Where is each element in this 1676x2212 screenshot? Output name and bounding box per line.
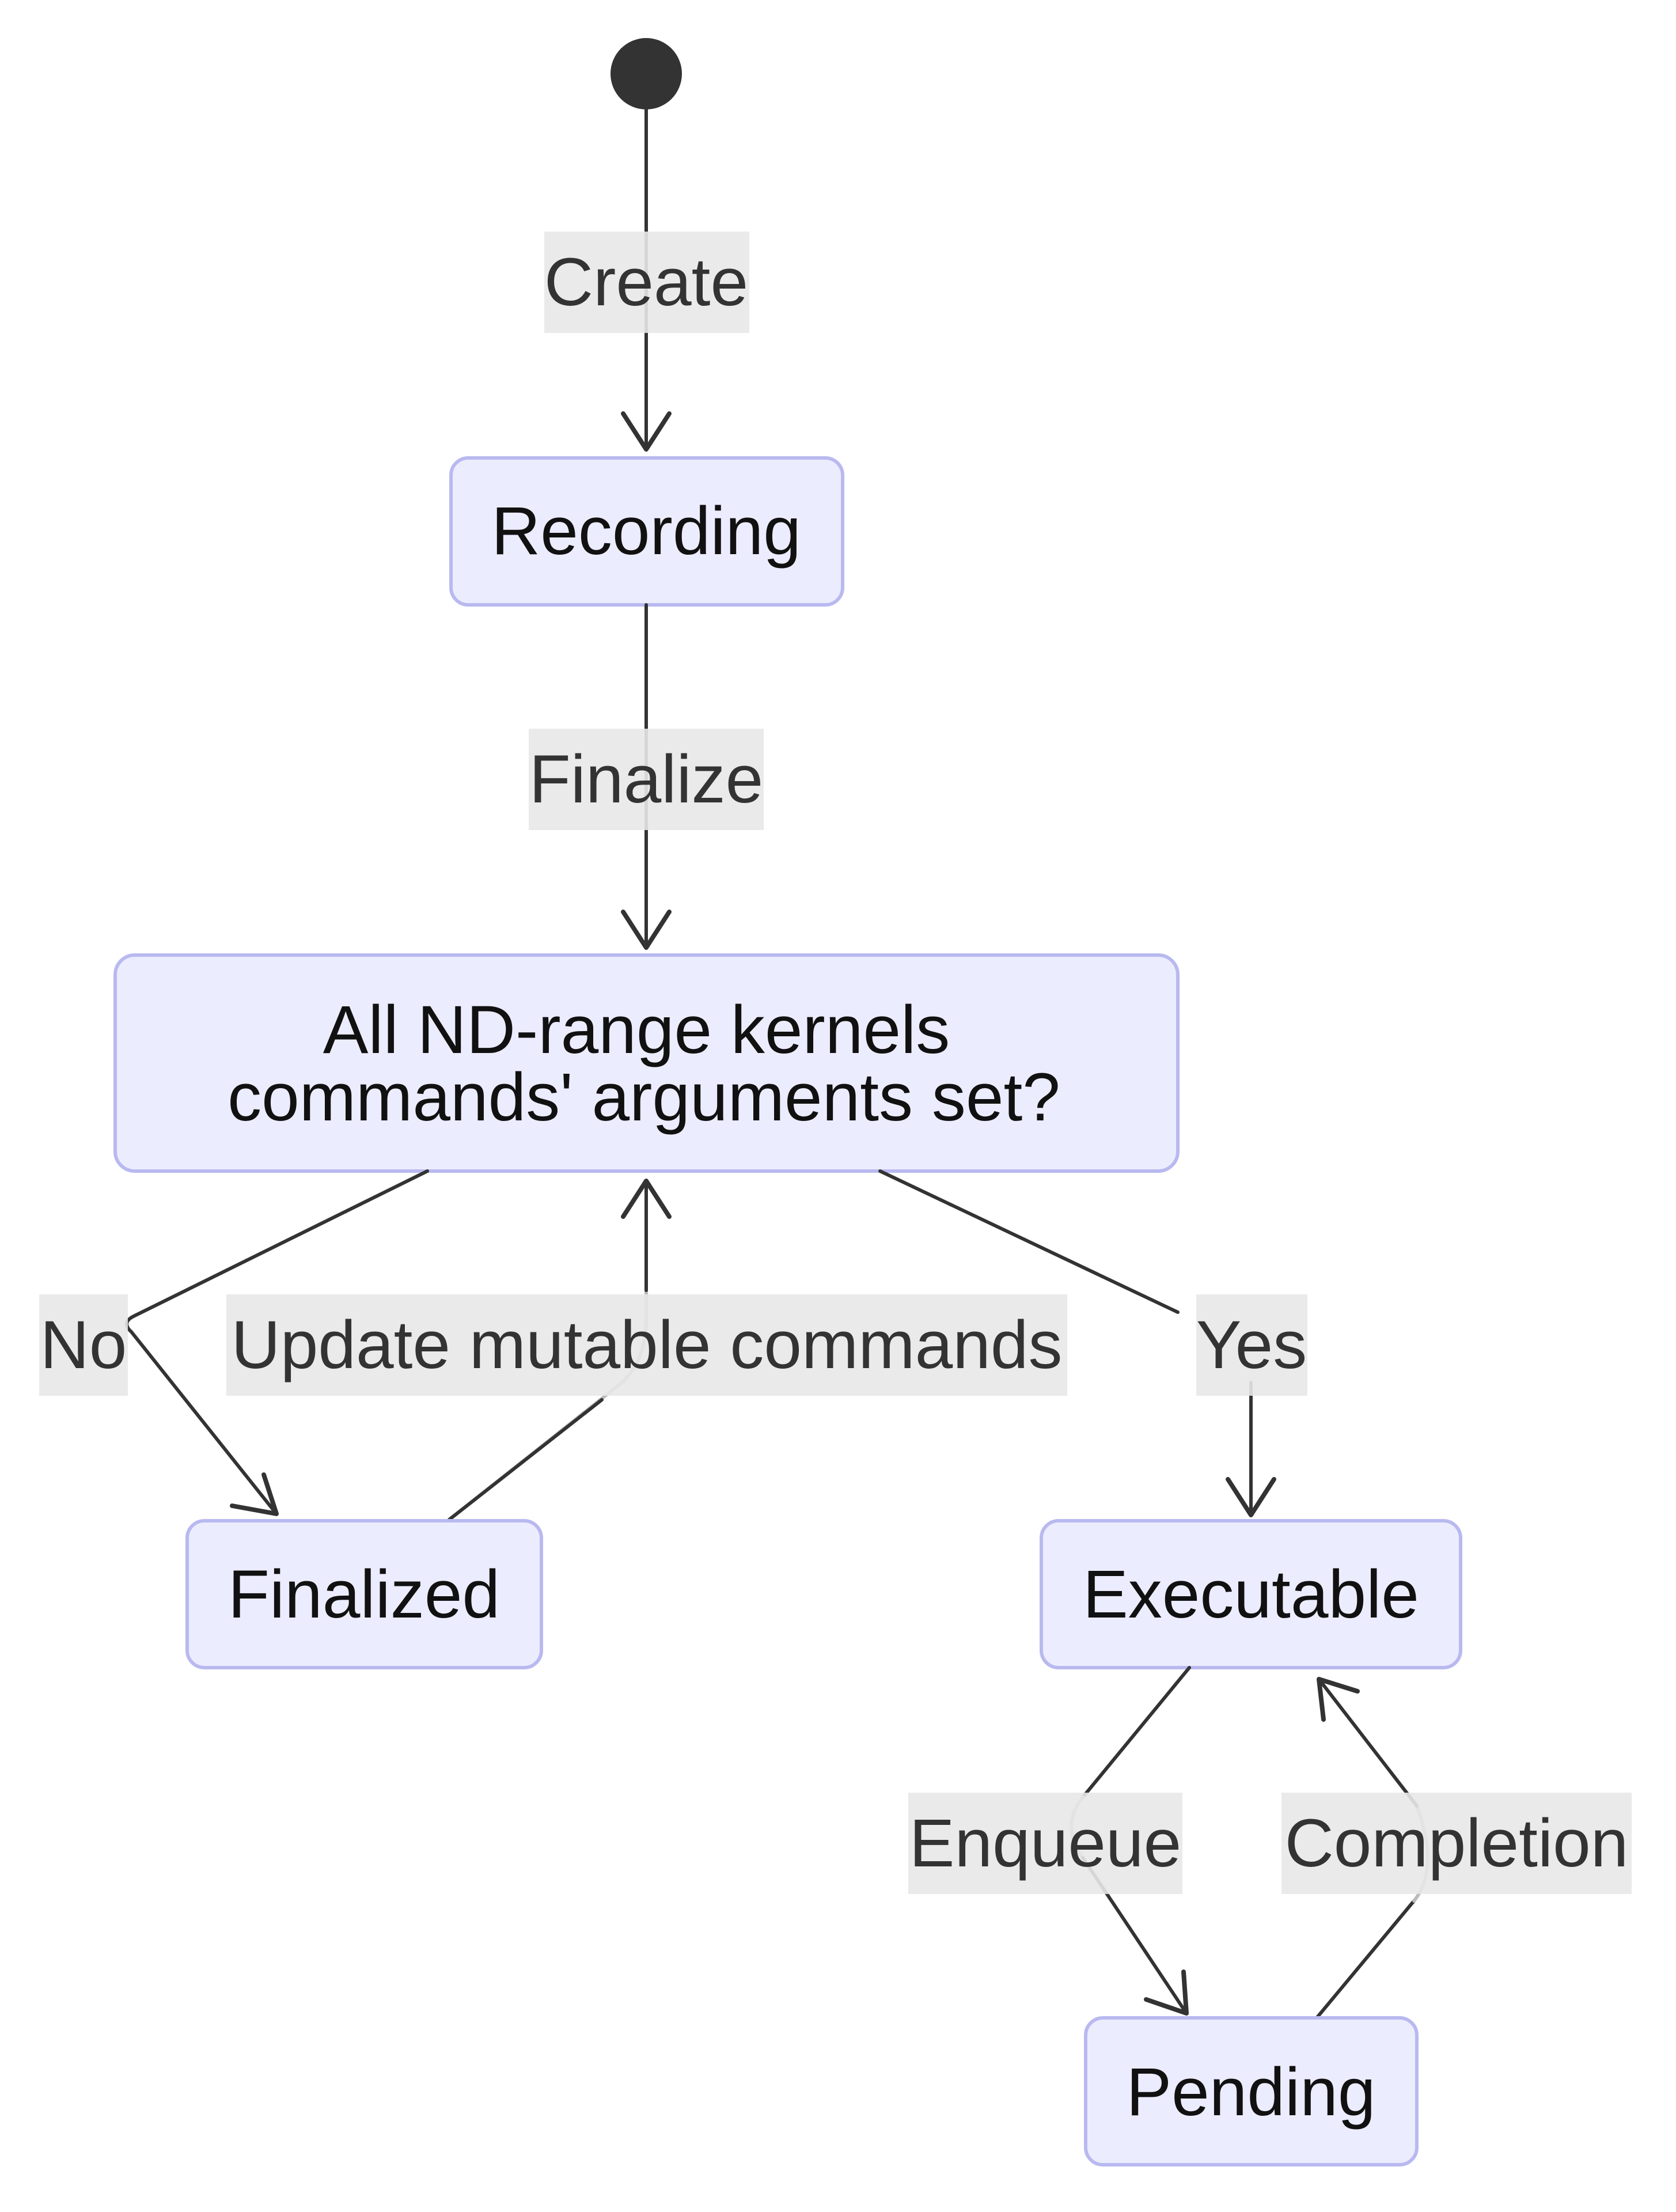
edge-label-completion: Completion [1281,1793,1632,1894]
edge-update-lower [448,1398,604,1521]
edge-label-no: No [39,1294,128,1396]
state-executable: Executable [1040,1519,1462,1669]
state-decision-label-line2: commands' arguments set? [227,1059,1060,1135]
edge-label-update-text: Update mutable commands [232,1307,1063,1383]
edge-label-yes-text: Yes [1196,1307,1307,1383]
edge-label-enqueue-text: Enqueue [909,1805,1181,1881]
state-pending: Pending [1084,2016,1419,2166]
edge-label-finalize: Finalize [529,729,764,830]
edge-label-yes: Yes [1196,1294,1307,1396]
edge-label-finalize-text: Finalize [529,741,764,817]
state-pending-label: Pending [1126,2054,1375,2130]
edge-label-no-text: No [40,1307,127,1383]
edge-label-create: Create [544,232,749,333]
edge-label-completion-text: Completion [1285,1805,1629,1881]
edge-label-enqueue: Enqueue [908,1793,1182,1894]
state-recording-label: Recording [491,493,801,569]
state-executable-label: Executable [1083,1556,1419,1633]
edge-label-create-text: Create [544,244,748,320]
state-decision: All ND-range kernels commands' arguments… [113,953,1180,1173]
state-recording: Recording [449,456,844,607]
edge-label-update: Update mutable commands [226,1294,1067,1396]
state-finalized-label: Finalized [228,1556,500,1633]
state-decision-label-line1: All ND-range kernels [323,992,950,1068]
state-finalized: Finalized [185,1519,543,1669]
start-state [611,38,682,109]
